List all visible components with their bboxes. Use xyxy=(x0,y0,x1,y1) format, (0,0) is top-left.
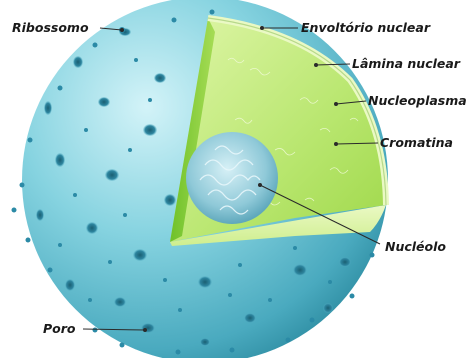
label-nucleolo: Nucléolo xyxy=(385,240,446,254)
nucleolus xyxy=(186,132,278,224)
label-poro: Poro xyxy=(43,322,76,336)
label-nucleoplasma: Nucleoplasma xyxy=(368,94,467,108)
label-cromatina: Cromatina xyxy=(380,136,453,150)
label-envoltorio-nuclear: Envoltório nuclear xyxy=(301,21,430,35)
label-lamina-nuclear: Lâmina nuclear xyxy=(352,57,460,71)
label-ribossomo: Ribossomo xyxy=(12,21,89,35)
